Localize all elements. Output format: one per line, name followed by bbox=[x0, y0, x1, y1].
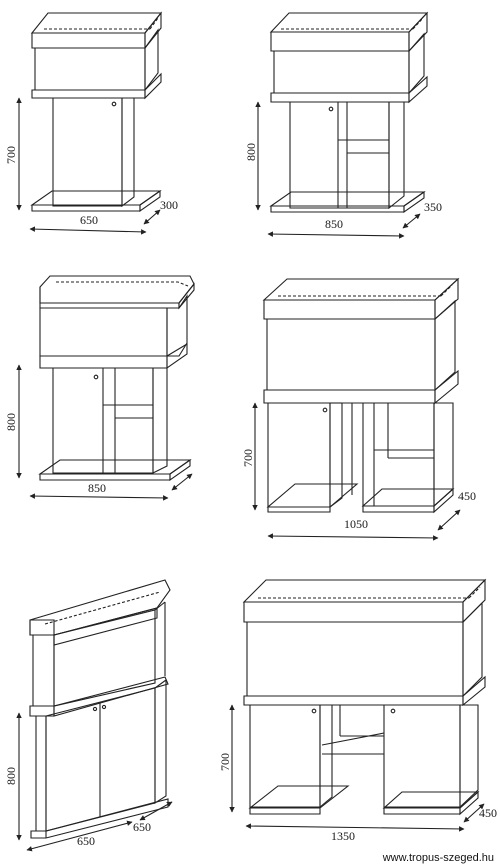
unit4-width-label: 1050 bbox=[344, 517, 368, 531]
cabinet-drawing-6 bbox=[242, 578, 487, 816]
cabinet-drawing-5 bbox=[29, 579, 171, 839]
cabinet-drawing-3 bbox=[38, 275, 195, 482]
dimension-lines bbox=[16, 97, 485, 852]
unit3-width-label: 850 bbox=[88, 481, 106, 495]
unit2-depth-label: 350 bbox=[424, 200, 442, 214]
cabinet-drawing-1 bbox=[30, 11, 163, 213]
unit3-height-label: 800 bbox=[4, 413, 18, 431]
unit5-depth-label: 650 bbox=[133, 820, 151, 834]
dimension-labels: 700 650 300 800 850 350 800 850 700 1050… bbox=[4, 143, 497, 848]
unit1-height-label: 700 bbox=[4, 146, 18, 164]
unit5-height-label: 800 bbox=[4, 767, 18, 785]
unit1-depth-label: 300 bbox=[160, 198, 178, 212]
unit2-width-label: 850 bbox=[325, 217, 343, 231]
cabinet-drawing-2 bbox=[269, 11, 429, 214]
unit4-depth-label: 450 bbox=[458, 489, 476, 503]
unit6-depth-label: 450 bbox=[479, 806, 497, 820]
unit6-width-label: 1350 bbox=[331, 829, 355, 843]
unit2-height-label: 800 bbox=[244, 143, 258, 161]
unit5-width-label: 650 bbox=[77, 834, 95, 848]
unit6-height-label: 700 bbox=[218, 753, 232, 771]
unit1-width-label: 650 bbox=[80, 213, 98, 227]
site-credit: www.tropus-szeged.hu bbox=[382, 852, 494, 864]
unit4-height-label: 700 bbox=[241, 449, 255, 467]
cabinet-drawing-4 bbox=[262, 277, 460, 514]
